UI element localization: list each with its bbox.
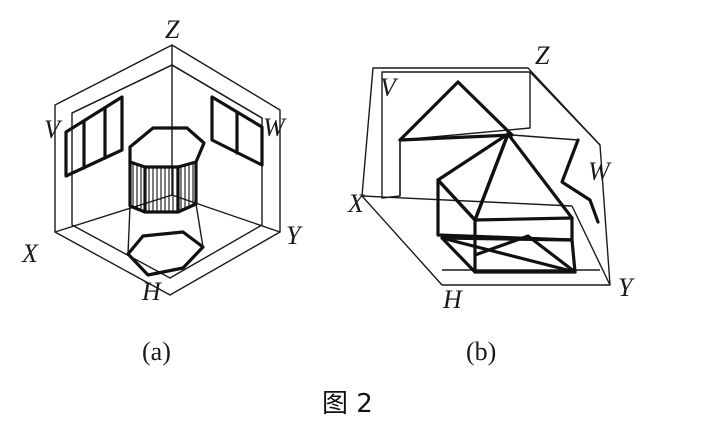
- diagram-b-x-axis: [361, 195, 573, 207]
- diagram-a-w-label: W: [263, 113, 287, 142]
- diagram-a-x-label: X: [21, 239, 39, 268]
- diagram-a-v-projection: [64, 95, 124, 178]
- diagram-b-h-projection-roof: [473, 234, 577, 274]
- diagram-a-prism-top: [128, 126, 206, 169]
- diagram-b-x-label: X: [347, 189, 365, 218]
- diagram-b-v-projection: [398, 80, 514, 142]
- diagram-b-y-label: Y: [618, 273, 635, 302]
- diagram-a-projector-1: [127, 205, 131, 255]
- diagram-a: Z X Y V W H (a): [21, 15, 303, 366]
- diagram-a-z-label: Z: [165, 15, 180, 44]
- diagram-b: Z X Y V W H (b): [347, 41, 635, 366]
- diagram-b-v-projection-base: [398, 133, 514, 142]
- diagram-b-pyramid-ridge: [473, 132, 510, 222]
- diagram-b-prism-box-left: [436, 178, 477, 222]
- diagram-a-h-projection: [126, 230, 205, 277]
- diagram-a-outer-hexagon: [54, 44, 281, 296]
- diagram-a-y-label: Y: [286, 221, 303, 250]
- diagram-a-h-label: H: [141, 277, 162, 306]
- diagram-b-h-projection-diag-1: [440, 236, 577, 274]
- diagram-b-y-fold: [571, 205, 611, 286]
- diagram-b-pyramid-left-face: [436, 132, 510, 222]
- diagram-a-v-label: V: [44, 115, 63, 144]
- diagram-b-z-label: Z: [535, 41, 550, 70]
- diagram-b-v-label: V: [380, 73, 399, 102]
- diagram-b-h-label: H: [442, 285, 463, 314]
- diagram-a-sublabel: (a): [142, 337, 171, 366]
- diagram-b-w-projector: [511, 134, 579, 141]
- diagram-a-prism-sides: [128, 160, 198, 214]
- diagram-b-z-fold: [529, 71, 601, 146]
- diagram-a-fold-left: [71, 64, 173, 114]
- figure-caption: 图 2: [322, 389, 373, 419]
- diagram-a-fold-right: [171, 64, 263, 119]
- diagram-a-prism-front-face: [130, 162, 196, 212]
- diagram-b-w-projection: [560, 138, 600, 224]
- diagram-b-sublabel: (b): [466, 337, 496, 366]
- diagram-b-w-label: W: [588, 157, 612, 186]
- diagram-a-w-projection: [210, 95, 264, 167]
- diagram-a-projector-2: [195, 203, 204, 248]
